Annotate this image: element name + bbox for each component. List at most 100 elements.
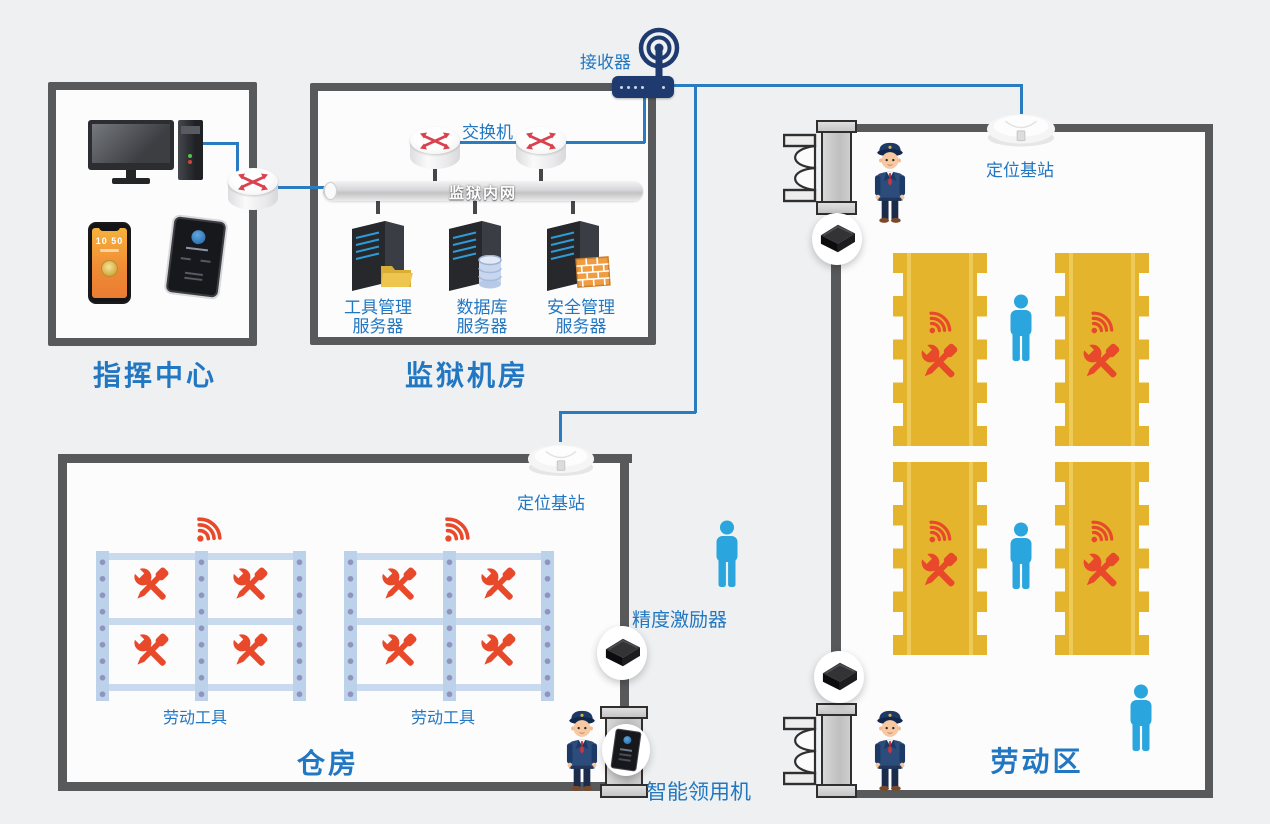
crossed-arrows-icon [237,171,269,193]
exciter-pod [597,626,647,680]
switch-2 [516,127,566,171]
smart-kiosk-tablet [610,728,642,772]
desktop-monitor [88,120,174,186]
work-table [893,462,987,655]
warehouse-wall-top [58,454,632,463]
server-stub [376,200,380,214]
tool-shelf-1 [96,551,306,701]
labor-area-interior [841,132,1205,790]
exciter-pod [814,651,864,703]
network-link [202,142,238,145]
work-table [1055,462,1149,655]
network-link [559,411,562,442]
server-label: 安全管理 服务器 [547,298,615,336]
tools-icon [228,563,272,607]
tools-icon [476,629,520,673]
tools-icon [916,339,962,385]
network-link [455,141,520,144]
tools-icon [916,548,962,594]
tool-shelf-2 [344,551,554,701]
labor-wall-bottom [852,790,1213,798]
switch-1 [410,127,460,171]
smart-kiosk-pod [602,724,650,776]
smartphone: 10 50 [88,222,131,304]
tools-icon [228,629,272,673]
receiver-router [612,76,674,98]
command-center-label: 指挥中心 [92,360,217,391]
monitor-screen [88,120,174,170]
server-label: 工具管理 服务器 [344,298,412,336]
exciter-device-icon [601,635,643,671]
app-logo-icon [190,229,207,245]
receiver-label: 接收器 [580,53,631,72]
crossed-arrows-icon [525,130,557,152]
handheld-terminal [165,216,227,298]
shelf-label: 劳动工具 [411,710,476,727]
work-table [1055,253,1149,446]
turnstile-gate-bottom [783,703,857,799]
turnstile-gate-top [783,120,857,216]
intranet-label: 监狱内网 [448,185,517,202]
intranet-pipe: 监狱内网 [323,181,643,202]
server-room-label: 监狱机房 [404,360,529,391]
exciter-device-icon [818,659,860,695]
guard-figure [562,706,602,792]
warehouse-label: 仓房 [296,748,359,779]
shelf-label: 劳动工具 [163,710,228,727]
gate-wings [783,129,817,207]
labor-wall-right [1205,124,1213,798]
server-stub [473,200,477,214]
labor-wall-left [831,212,841,654]
network-link [564,141,645,144]
positioning-base-station [986,108,1056,148]
guard-figure [870,138,910,224]
guard-figure [870,706,910,792]
prisoner-figure [1128,684,1154,752]
warehouse-wall-right [620,454,629,712]
network-link [672,84,1022,87]
exciter-label: 精度激励器 [632,610,728,631]
phone-screen: 10 50 [92,228,127,298]
prisoner-figure [1008,522,1034,590]
warehouse-wall-bottom [58,782,614,791]
switch-stub [433,168,437,183]
server-label: 数据库 服务器 [456,298,508,336]
warehouse-wall-left [58,454,67,791]
folder-icon [379,261,413,289]
gate-wings [783,712,817,790]
network-link [1020,84,1023,114]
database-icon [477,255,503,289]
firewall-icon [575,256,611,288]
tools-icon [377,629,421,673]
tools-icon [1078,548,1124,594]
tools-icon [476,563,520,607]
network-link [643,95,646,143]
pc-tower [178,120,203,180]
tools-icon [1078,339,1124,385]
exciter-device-icon [816,221,858,257]
labor-area-label: 劳动区 [990,746,1084,777]
kiosk-label: 智能领用机 [646,781,751,804]
tools-icon [129,629,173,673]
switch-label: 交换机 [462,123,513,142]
antenna-icon [637,26,681,80]
network-link [276,186,326,189]
prisoner-figure [714,520,740,588]
base-station-label: 定位基站 [517,494,585,513]
crossed-arrows-icon [419,130,451,152]
server-room-box [310,83,656,345]
network-link [694,84,697,413]
base-station-label: 定位基站 [986,161,1054,180]
phone-time: 10 50 [95,236,124,246]
network-link [559,411,696,414]
server-stub [571,200,575,214]
switch-stub [539,168,543,183]
positioning-base-station [527,438,595,478]
work-table [893,253,987,446]
router [228,168,278,212]
tools-icon [129,563,173,607]
network-link [236,142,239,172]
prisoner-figure [1008,294,1034,362]
tools-icon [377,563,421,607]
